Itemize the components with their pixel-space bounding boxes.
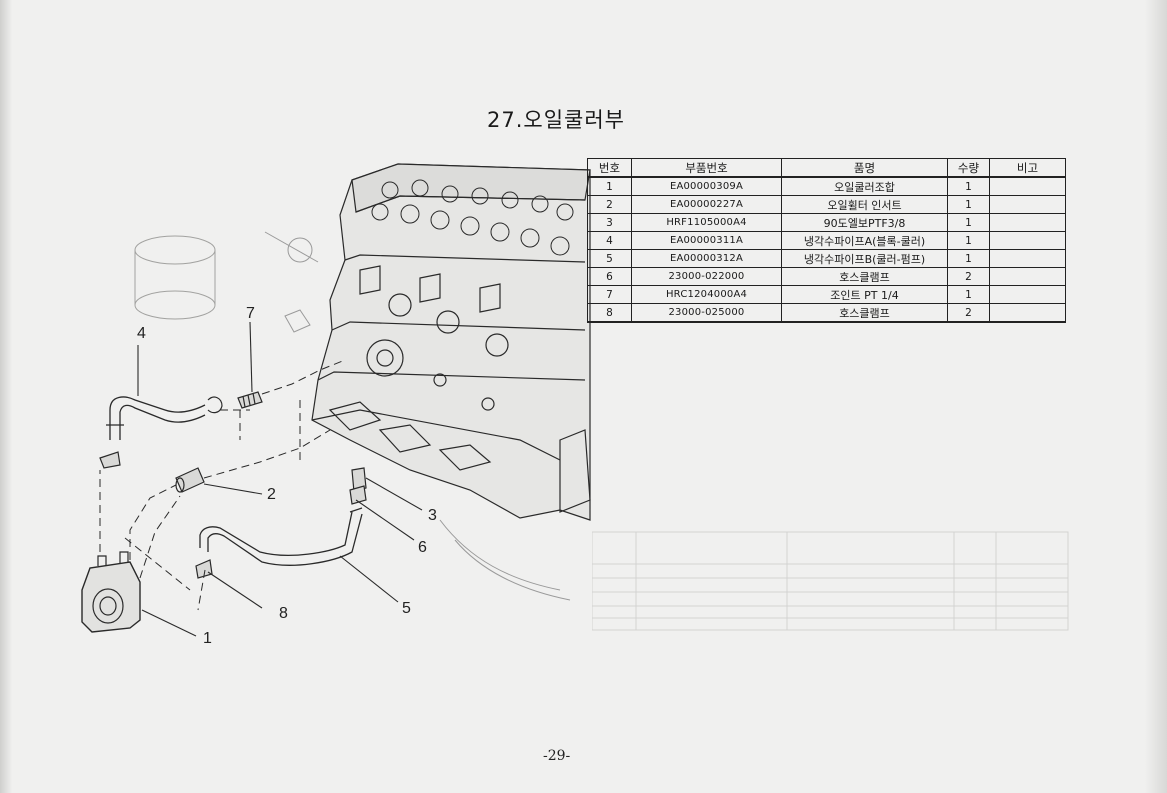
parts-table-header: 번호 부품번호 품명 수량 비고 (587, 158, 1066, 178)
callout-3: 3 (428, 507, 437, 524)
row-no: 7 (587, 285, 632, 304)
row-part-number: 23000-025000 (631, 303, 782, 323)
row-part-number: EA00000309A (631, 176, 782, 196)
ghost-oil-filter-drawing (134, 235, 216, 320)
page-edge (1145, 0, 1167, 793)
page-binding-shadow (0, 0, 12, 793)
row-remarks (989, 285, 1066, 304)
row-part-number: EA00000311A (631, 231, 782, 250)
row-part-name: 오일휠터 인서트 (781, 195, 948, 214)
row-part-number: EA00000312A (631, 249, 782, 268)
row-part-name: 90도엘보PTF3/8 (781, 213, 948, 232)
row-part-number: HRC1204000A4 (631, 285, 782, 304)
engine-block-drawing (311, 163, 591, 521)
row-part-name: 조인트 PT 1/4 (781, 285, 948, 304)
row-remarks (989, 176, 1066, 196)
row-remarks (989, 231, 1066, 250)
callout-1: 1 (203, 630, 212, 647)
callout-8: 8 (279, 605, 288, 622)
callout-7: 7 (246, 305, 255, 322)
table-row: 6 23000-022000 호스클램프 2 (587, 267, 1066, 286)
table-row: 2 EA00000227A 오일휠터 인서트 1 (587, 195, 1066, 214)
table-row: 8 23000-025000 호스클램프 2 (587, 303, 1066, 323)
row-part-name: 냉각수파이프A(블록-쿨러) (781, 231, 948, 250)
row-part-name: 오일쿨러조합 (781, 176, 948, 196)
header-remarks: 비고 (989, 158, 1066, 178)
row-remarks (989, 195, 1066, 214)
row-no: 6 (587, 267, 632, 286)
row-quantity: 1 (947, 176, 990, 196)
page-number: -29- (543, 748, 571, 764)
oil-cooler-drawing (81, 551, 141, 633)
table-row: 5 EA00000312A 냉각수파이프B(쿨러-펌프) 1 (587, 249, 1066, 268)
row-no: 8 (587, 303, 632, 323)
callout-5: 5 (402, 600, 411, 617)
header-part-name: 품명 (781, 158, 948, 178)
row-no: 4 (587, 231, 632, 250)
row-quantity: 1 (947, 285, 990, 304)
coolant-pipe-b-drawing (195, 507, 363, 579)
header-no: 번호 (587, 158, 632, 178)
table-row: 7 HRC1204000A4 조인트 PT 1/4 1 (587, 285, 1066, 304)
row-quantity: 1 (947, 249, 990, 268)
row-quantity: 1 (947, 195, 990, 214)
row-no: 3 (587, 213, 632, 232)
table-row: 1 EA00000309A 오일쿨러조합 1 (587, 176, 1066, 196)
row-no: 2 (587, 195, 632, 214)
row-no: 5 (587, 249, 632, 268)
row-quantity: 2 (947, 267, 990, 286)
row-no: 1 (587, 176, 632, 196)
coolant-pipe-a-drawing (99, 396, 206, 469)
page-title: 27.오일쿨러부 (487, 108, 625, 132)
header-part-number: 부품번호 (631, 158, 782, 178)
joint-pt-drawing (237, 391, 263, 409)
table-row: 4 EA00000311A 냉각수파이프A(블록-쿨러) 1 (587, 231, 1066, 250)
row-part-number: EA00000227A (631, 195, 782, 214)
elbow-fitting-drawing (349, 467, 367, 505)
row-part-name: 냉각수파이프B(쿨러-펌프) (781, 249, 948, 268)
bleed-through-table (592, 531, 1069, 631)
table-row: 3 HRF1105000A4 90도엘보PTF3/8 1 (587, 213, 1066, 232)
callout-4: 4 (137, 325, 146, 342)
row-remarks (989, 213, 1066, 232)
row-quantity: 2 (947, 303, 990, 323)
parts-table: 번호 부품번호 품명 수량 비고 1 EA00000309A 오일쿨러조합 1 … (587, 158, 1066, 323)
row-part-name: 호스클램프 (781, 267, 948, 286)
row-remarks (989, 303, 1066, 323)
row-remarks (989, 249, 1066, 268)
row-quantity: 1 (947, 213, 990, 232)
row-part-number: 23000-022000 (631, 267, 782, 286)
header-quantity: 수량 (947, 158, 990, 178)
row-remarks (989, 267, 1066, 286)
row-part-name: 호스클램프 (781, 303, 948, 323)
callout-6: 6 (418, 539, 427, 556)
row-quantity: 1 (947, 231, 990, 250)
oil-filter-insert-drawing (175, 467, 205, 493)
row-part-number: HRF1105000A4 (631, 213, 782, 232)
callout-2: 2 (267, 486, 276, 503)
